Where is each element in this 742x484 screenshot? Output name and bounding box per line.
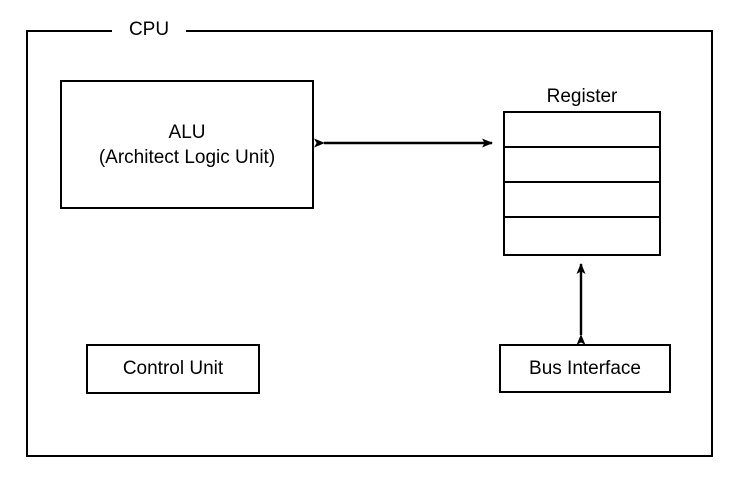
control-unit-label: Control Unit <box>122 358 224 379</box>
register-cell <box>505 183 659 218</box>
register-cell <box>505 218 659 254</box>
cpu-boundary-top-edge-right <box>186 30 713 32</box>
register-label: Register <box>546 86 618 107</box>
cpu-boundary-left-edge <box>26 30 28 457</box>
alu-expansion-label: (Architect Logic Unit) <box>98 146 276 168</box>
cpu-boundary-top-edge-left <box>26 30 112 32</box>
bus-interface-label: Bus Interface <box>529 357 641 379</box>
register-cell <box>505 113 659 148</box>
control-unit-box: Control Unit <box>86 344 260 394</box>
alu-box: ALU (Architect Logic Unit) <box>60 80 314 209</box>
cpu-boundary-label: CPU <box>112 17 186 43</box>
cpu-boundary-bottom-edge <box>26 455 713 457</box>
alu-box-text: ALU (Architect Logic Unit) <box>99 120 275 170</box>
alu-name-label: ALU <box>168 121 206 143</box>
bus-interface-box: Bus Interface <box>499 344 671 393</box>
alu-register-double-arrow-icon <box>314 138 493 148</box>
register-bus-interface-double-arrow-icon <box>576 263 586 345</box>
register-cell <box>505 148 659 183</box>
cpu-boundary-right-edge <box>711 30 713 457</box>
register-stack <box>503 111 661 256</box>
